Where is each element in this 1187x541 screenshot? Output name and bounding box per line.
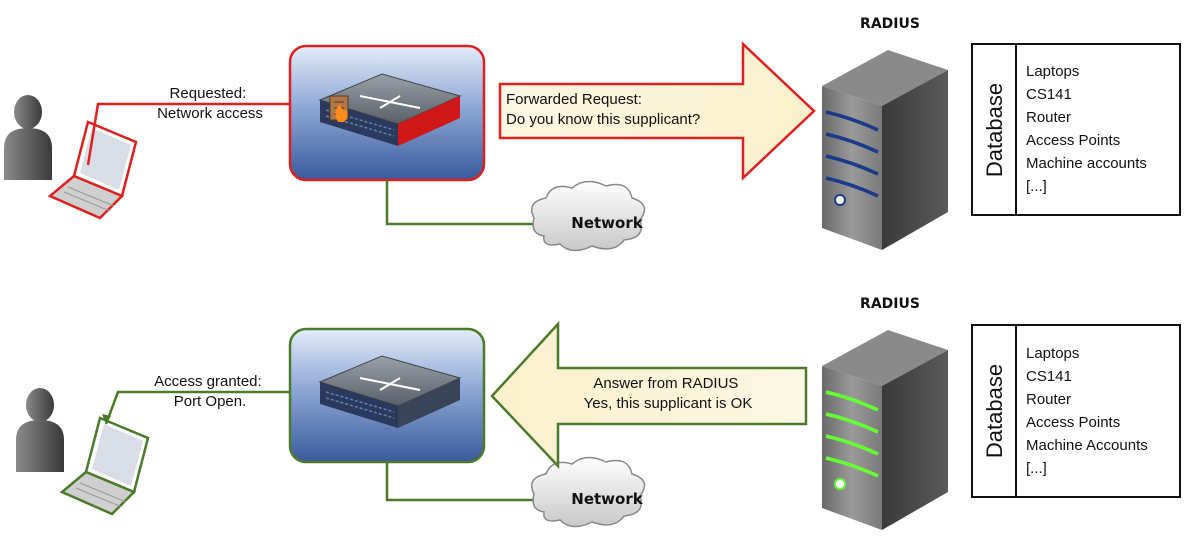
network-connector: [385, 180, 540, 226]
switch-icon: [318, 355, 462, 428]
network-cloud: Network: [531, 180, 646, 252]
client-request-label: Requested: Network access: [157, 85, 263, 122]
radius-server-icon: [822, 50, 948, 250]
answer-arrow: [490, 320, 808, 470]
network-label: Network: [571, 490, 643, 508]
database-list: Laptops CS141 Router Access Points Machi…: [1026, 345, 1152, 477]
forward-request-label: Forwarded Request: Do you know this supp…: [506, 91, 700, 128]
answer-label: Answer from RADIUS Yes, this supplicant …: [584, 375, 753, 412]
grant-connector: [104, 390, 330, 425]
panel-bottom: Access granted: Port Open. Network Answe…: [16, 296, 1181, 530]
radius-title: RADIUS: [860, 296, 920, 312]
radius-server-icon: [822, 330, 948, 530]
network-cloud: Network: [531, 456, 646, 528]
user-icon: [4, 95, 52, 180]
panel-top: Requested: Network access Network F: [4, 16, 1181, 252]
database-list: Laptops CS141 Router Access Points Machi…: [1026, 63, 1151, 195]
network-label: Network: [571, 214, 643, 232]
database-panel: Database Laptops CS141 Router Access Poi…: [971, 43, 1181, 216]
user-icon: [16, 388, 64, 472]
database-panel: Database Laptops CS141 Router Access Poi…: [971, 324, 1181, 498]
firewall-icon: [329, 95, 349, 122]
request-connector: [86, 102, 318, 166]
database-title: Database: [982, 364, 1007, 458]
client-grant-label: Access granted: Port Open.: [154, 373, 266, 410]
radius-title: RADIUS: [860, 16, 920, 32]
database-title: Database: [982, 83, 1007, 177]
network-connector: [385, 462, 540, 502]
forward-request-arrow: [498, 41, 816, 181]
laptop-icon: [59, 416, 150, 516]
